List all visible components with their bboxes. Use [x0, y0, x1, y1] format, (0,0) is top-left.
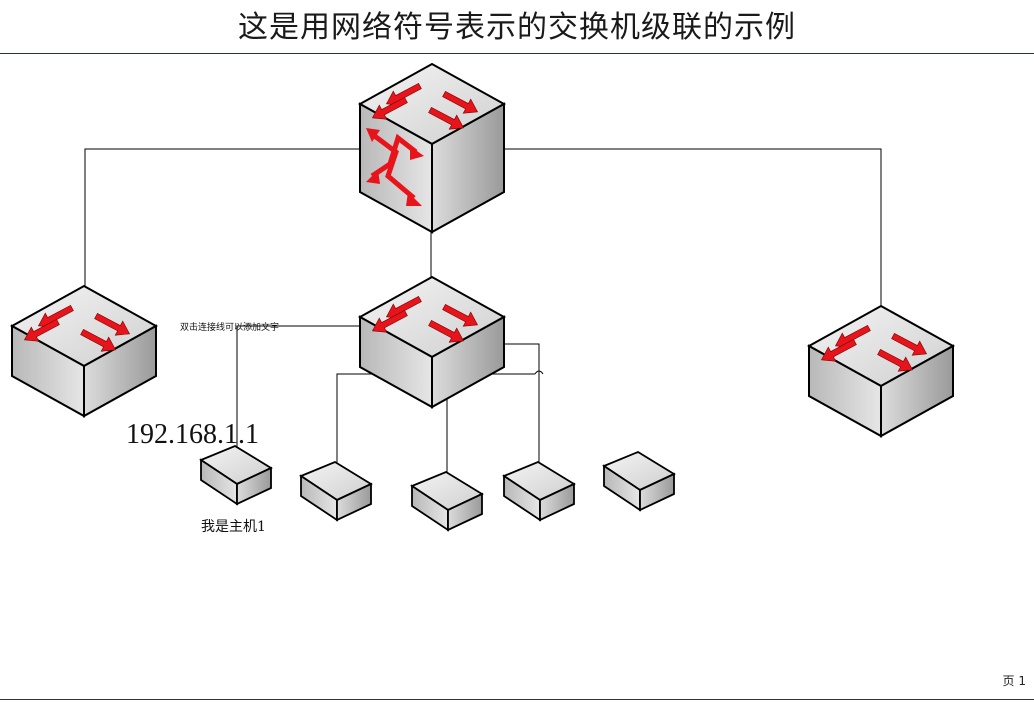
- connector-label[interactable]: 双击连接线可以添加文字: [180, 321, 279, 333]
- host-label[interactable]: 我是主机1: [201, 519, 266, 535]
- connection-lines: [84, 148, 882, 505]
- switch-left[interactable]: [12, 286, 156, 416]
- routing-arrows-icon: [366, 128, 424, 206]
- switch-center[interactable]: [360, 277, 504, 407]
- line-jump-bridge: [534, 370, 544, 375]
- ip-address-label[interactable]: 192.168.1.1: [126, 419, 259, 450]
- link-core-to-left-switch[interactable]: [84, 148, 430, 290]
- core-multilayer-switch[interactable]: [357, 62, 507, 234]
- link-core-to-right-switch[interactable]: [430, 148, 882, 318]
- title-divider: [0, 53, 1034, 54]
- host-4[interactable]: [503, 461, 575, 521]
- page-number: 页 1: [1002, 674, 1026, 688]
- host-1[interactable]: [200, 445, 272, 505]
- host-5[interactable]: [603, 451, 675, 511]
- host-2[interactable]: [300, 461, 372, 521]
- host-3[interactable]: [411, 471, 483, 531]
- page-title: 这是用网络符号表示的交换机级联的示例: [238, 10, 796, 45]
- switch-right[interactable]: [809, 306, 953, 436]
- link-labeled-to-host-1[interactable]: [236, 325, 360, 452]
- footer-divider: [0, 699, 1034, 700]
